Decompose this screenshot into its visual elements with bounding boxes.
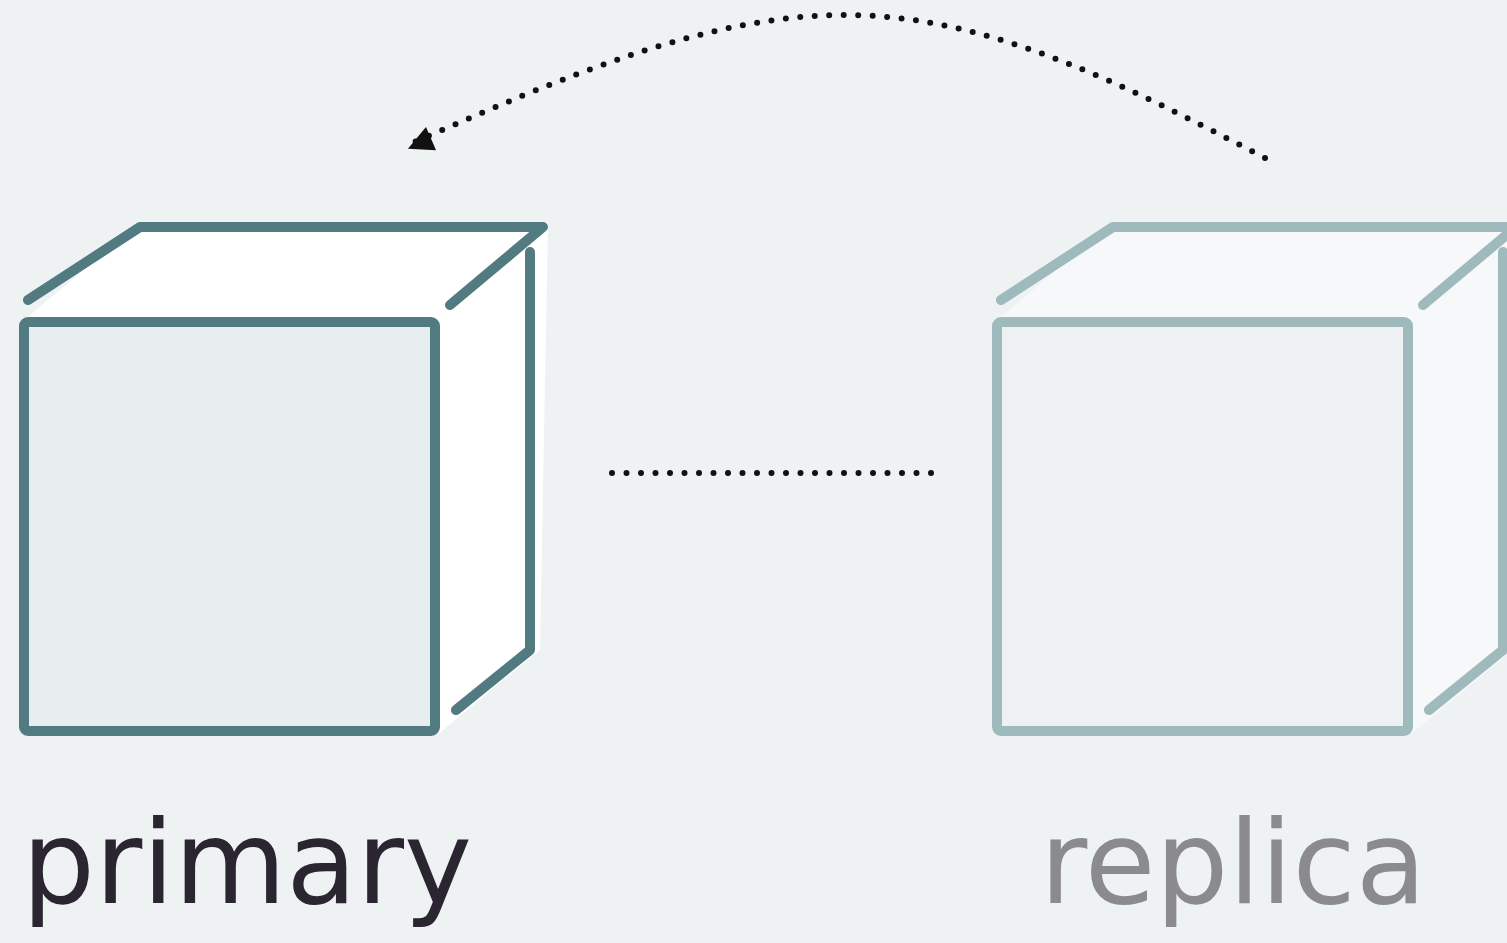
primary-cube <box>22 222 548 735</box>
node-label: replica <box>1040 806 1426 921</box>
node-label: primary <box>22 806 472 921</box>
replica-node: replica <box>988 210 1507 921</box>
primary-node: primary <box>14 210 554 921</box>
failover-arrow <box>410 15 1265 158</box>
replica-cube <box>995 222 1507 735</box>
sync-link <box>612 470 933 476</box>
